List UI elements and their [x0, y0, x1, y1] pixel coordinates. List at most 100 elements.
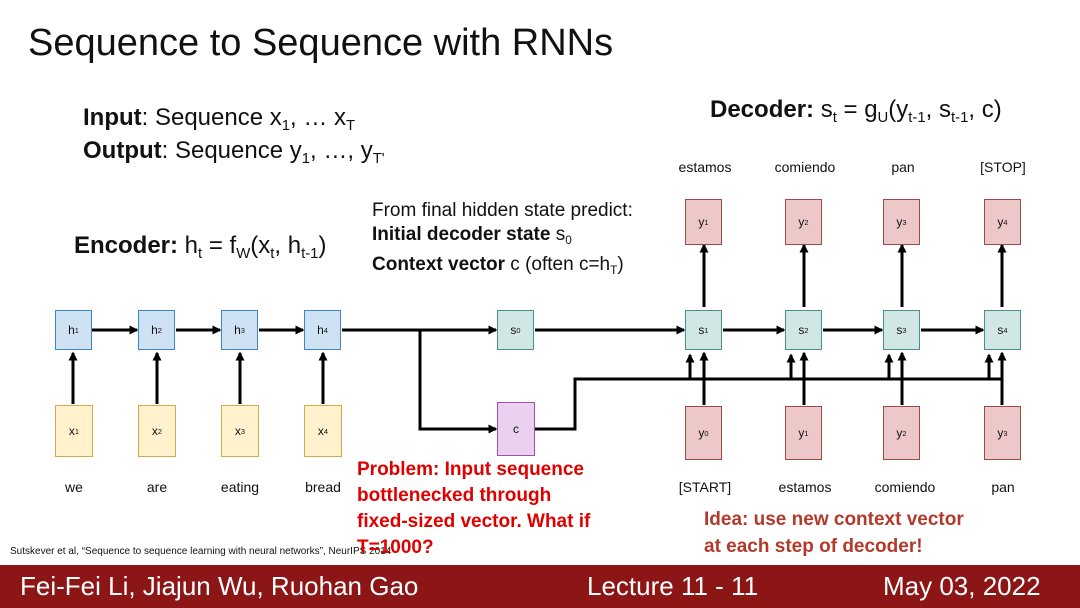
problem-line: T=1000? [357, 537, 434, 558]
node-label: x [234, 424, 241, 438]
encoder-equation: Encoder: ht = fW(xt, ht-1) [74, 232, 326, 262]
node-sub: 0 [516, 325, 521, 335]
decoder-output-word: comiendo [774, 159, 836, 175]
encoder-word: eating [220, 479, 260, 495]
hint-line-2: Initial decoder state s0 [372, 223, 633, 253]
eq-sub: t [198, 246, 203, 263]
output-mid: , …, y [310, 137, 373, 164]
citation: Sutskever et al, “Sequence to sequence l… [10, 546, 392, 557]
node-sub: 4 [323, 426, 329, 436]
decoder-output-word: estamos [678, 159, 732, 175]
decoder-input-word: pan [991, 479, 1015, 495]
slide-footer: Fei-Fei Li, Jiajun Wu, Ruohan Gao Lectur… [0, 565, 1080, 608]
eq-part: ) [318, 232, 327, 259]
input-sub2: T [346, 118, 356, 135]
node-sub: 1 [804, 428, 809, 438]
hint-bold: Initial decoder state [372, 224, 551, 245]
node-label: y [798, 426, 805, 440]
eq-sub: t-1 [301, 246, 319, 263]
node-label: x [68, 424, 75, 438]
decoder-equation: Decoder: st = gU(yt-1, st-1, c) [710, 96, 1002, 126]
node-sub: 2 [902, 428, 907, 438]
decoder-input-word: estamos [778, 479, 832, 495]
footer-authors: Fei-Fei Li, Jiajun Wu, Ruohan Gao [20, 571, 419, 601]
input-text: : Sequence x [141, 104, 282, 131]
eq-part: s [814, 96, 833, 123]
encoder-word: bread [305, 479, 341, 495]
encoder-word: are [146, 479, 168, 495]
node-sub: 3 [240, 325, 245, 335]
input-sub1: 1 [281, 118, 291, 135]
node-label: h [234, 323, 241, 337]
node-sub: 2 [157, 426, 163, 436]
node-label: y [997, 426, 1004, 440]
node-sub: 4 [1003, 325, 1008, 335]
decoder-input-word: comiendo [874, 479, 936, 495]
footer-date: May 03, 2022 [883, 571, 1041, 601]
node-label: s [896, 323, 903, 337]
context-line [535, 377, 1002, 431]
decoder-output-word: [STOP] [980, 159, 1026, 175]
input-line: Input: Sequence x1, … xT [83, 104, 355, 134]
node-sub: 2 [804, 217, 809, 227]
footer-lecture: Lecture 11 - 11 [587, 571, 759, 601]
node-sub: 3 [902, 325, 907, 335]
node-label: h [317, 323, 324, 337]
node-label: y [896, 426, 903, 440]
eq-part: , c) [968, 96, 1002, 123]
problem-line: Problem: Input sequence [357, 459, 584, 480]
node-sub: 0 [704, 428, 709, 438]
node-label: x [151, 424, 158, 438]
eq-sub: t-1 [908, 110, 926, 127]
slide-title: Sequence to Sequence with RNNs [28, 22, 614, 64]
eq-part: = f [202, 232, 237, 259]
problem-line: fixed-sized vector. What if [357, 511, 591, 532]
decoder-output-word: pan [891, 159, 915, 175]
node-sub: 1 [74, 426, 80, 436]
node-sub: 1 [704, 325, 709, 335]
node-label: c [513, 422, 519, 436]
arrow [418, 330, 498, 434]
node-label: y [798, 215, 805, 229]
hint-sub: T [610, 264, 618, 278]
idea-line: Idea: use new context vector [704, 509, 964, 530]
output-text: : Sequence y [161, 137, 302, 164]
output-label: Output [83, 137, 162, 164]
input-label: Input [83, 104, 142, 131]
node-label: s [510, 323, 517, 337]
output-line: Output: Sequence y1, …, yT' [83, 137, 385, 167]
context-vector-c: c [497, 402, 535, 456]
idea-note: Idea: use new context vector at each ste… [704, 506, 964, 560]
node-label: y [698, 215, 705, 229]
node-sub: 4 [1003, 217, 1008, 227]
eq-sub: t-1 [951, 110, 969, 127]
node-sub: 4 [323, 325, 328, 335]
eq-sub: t [832, 110, 837, 127]
encoder-label: Encoder: [74, 232, 179, 259]
node-label: s [798, 323, 805, 337]
eq-part: = g [836, 96, 878, 123]
encoder-word: we [65, 479, 83, 495]
eq-sub: W [236, 246, 251, 263]
node-label: y [698, 426, 705, 440]
node-sub: 3 [902, 217, 907, 227]
eq-part: , h [274, 232, 302, 259]
hint-text: ) [617, 254, 624, 276]
